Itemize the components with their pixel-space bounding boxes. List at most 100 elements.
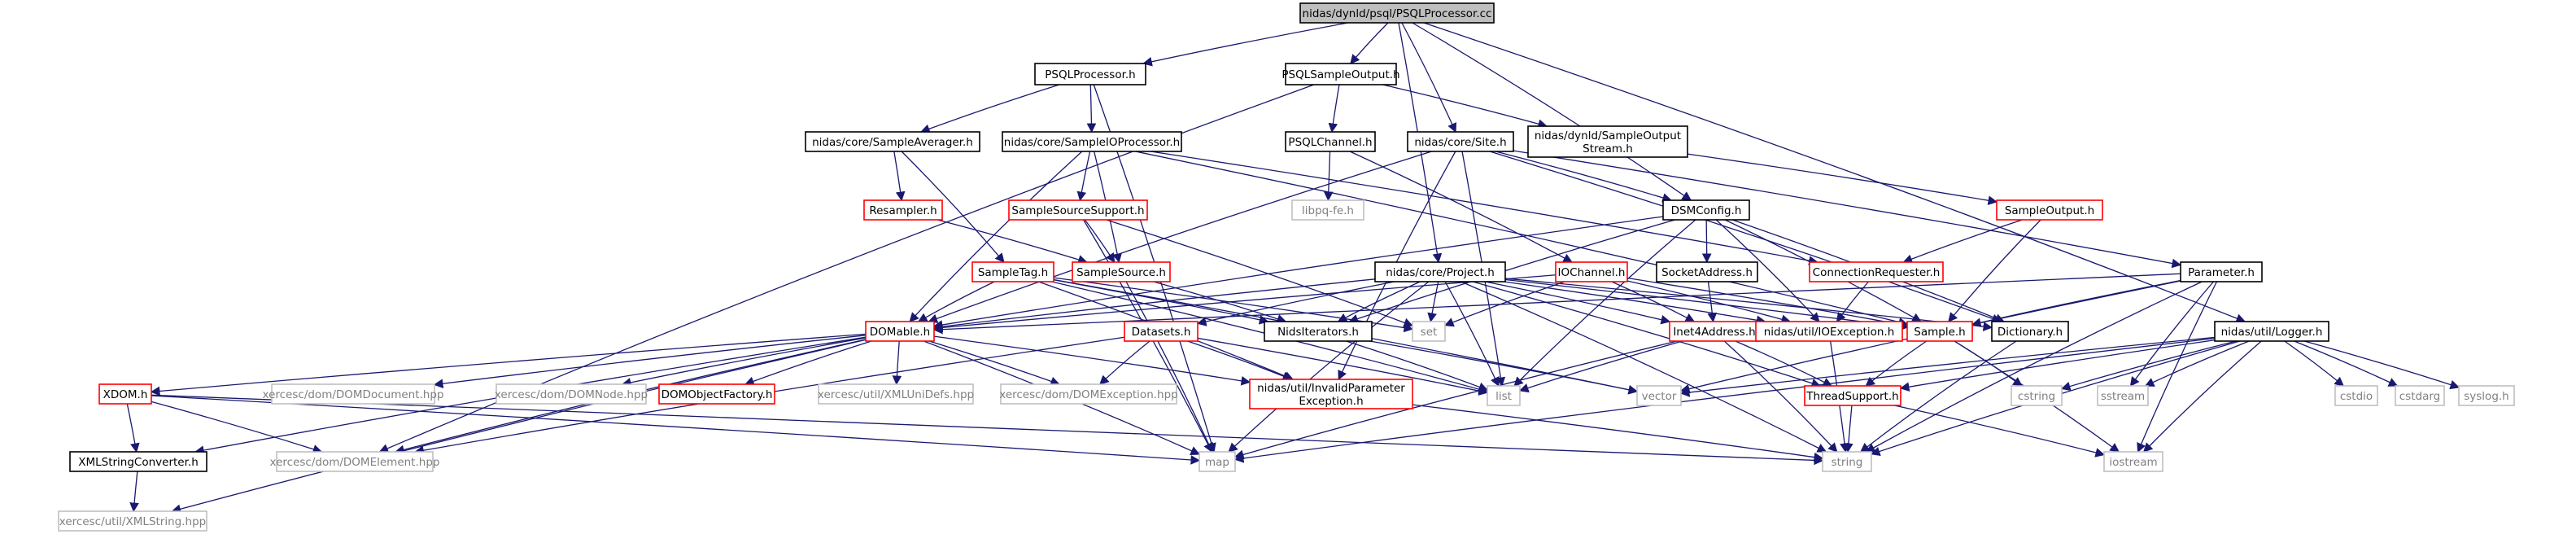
node-box-root	[1299, 2, 1495, 24]
node-resampler[interactable]: Resampler.h	[863, 199, 943, 221]
node-box-dictionary	[1991, 321, 2069, 342]
include-edge-niditer-to-vector	[1369, 340, 1639, 395]
node-root[interactable]: nidas/dynld/psql/PSQLProcessor.cc	[1299, 2, 1495, 24]
node-label-domelem: xercesc/dom/DOMElement.hpp	[270, 456, 440, 469]
node-iochannel[interactable]: IOChannel.h	[1555, 261, 1628, 282]
node-box-socketaddr	[1656, 261, 1758, 282]
node-project[interactable]: nidas/core/Project.h	[1374, 261, 1506, 282]
node-box-sss	[1008, 199, 1148, 221]
include-edge-dictionary-to-string	[1859, 340, 2017, 453]
node-label-project: nidas/core/Project.h	[1386, 266, 1495, 279]
include-edge-project-to-dictionary	[1504, 278, 1993, 331]
node-label-xdom: XDOM.h	[103, 388, 148, 401]
node-domexc: xercesc/dom/DOMException.hpp	[999, 383, 1178, 405]
node-label-set: set	[1421, 326, 1438, 339]
node-label-niditer: NidsIterators.h	[1277, 326, 1359, 339]
node-label-string: string	[1832, 456, 1863, 469]
include-edge-psqlsampout-to-dynsampout	[1382, 84, 1548, 129]
node-cstring: cstring	[2011, 385, 2063, 406]
include-edge-sss-to-set	[1106, 219, 1414, 327]
include-edge-datasets-to-domexc	[1099, 340, 1150, 385]
node-vector: vector	[1636, 385, 1682, 406]
node-niditer[interactable]: NidsIterators.h	[1264, 321, 1373, 342]
include-edge-parameter-to-sstream	[2129, 281, 2214, 387]
include-edge-iochannel-to-sample	[1626, 277, 1909, 330]
node-sstream: sstream	[2097, 385, 2149, 406]
include-edge-logger-to-cstring	[2060, 340, 2237, 392]
node-sample[interactable]: Sample.h	[1906, 321, 1973, 342]
include-edge-sampleoutput-to-connreq	[1902, 219, 2023, 264]
node-sampletag[interactable]: SampleTag.h	[971, 261, 1054, 282]
include-edges	[126, 22, 2460, 514]
node-samplesource[interactable]: SampleSource.h	[1072, 261, 1171, 282]
node-sss[interactable]: SampleSourceSupport.h	[1008, 199, 1148, 221]
node-label-cstdarg: cstdarg	[2399, 390, 2440, 403]
node-psqlproc[interactable]: PSQLProcessor.h	[1034, 63, 1146, 85]
node-label-dynsampout-0: nidas/dynld/SampleOutput	[1535, 129, 1681, 142]
include-edge-domable-to-domexc	[928, 340, 1060, 386]
node-sampleoutput[interactable]: SampleOutput.h	[1996, 199, 2103, 221]
include-edge-site-to-dsmconfig	[1495, 151, 1672, 203]
include-edge-psqlproc-to-sampio	[1086, 84, 1097, 134]
include-edge-site-to-parameter	[1513, 150, 2182, 269]
node-logger[interactable]: nidas/util/Logger.h	[2214, 321, 2329, 342]
node-box-sstream	[2097, 385, 2149, 406]
node-sampio[interactable]: nidas/core/SampleIOProcessor.h	[1002, 131, 1182, 152]
node-label-datasets: Datasets.h	[1132, 326, 1191, 339]
node-label-domobjfact: DOMObjectFactory.h	[661, 388, 773, 401]
node-box-map	[1198, 451, 1236, 472]
node-inet4[interactable]: Inet4Address.h	[1669, 321, 1760, 342]
node-connreq[interactable]: ConnectionRequester.h	[1809, 261, 1944, 282]
include-edge-sample-to-threadsupp	[1865, 340, 1928, 387]
node-box-cstring	[2011, 385, 2063, 406]
node-dsmconfig[interactable]: DSMConfig.h	[1662, 199, 1750, 221]
node-box-sampletag	[971, 261, 1054, 282]
node-domobjfact[interactable]: DOMObjectFactory.h	[658, 383, 775, 405]
node-sampavg[interactable]: nidas/core/SampleAverager.h	[805, 131, 980, 152]
node-site[interactable]: nidas/core/Site.h	[1407, 131, 1514, 152]
node-xdom[interactable]: XDOM.h	[98, 383, 152, 405]
include-edge-domable-to-xmlstring	[171, 339, 867, 514]
node-socketaddr[interactable]: SocketAddress.h	[1656, 261, 1758, 282]
include-edge-inet4-to-threadsupp	[1735, 340, 1833, 387]
node-label-logger: nidas/util/Logger.h	[2221, 326, 2323, 339]
node-box-site	[1407, 131, 1514, 152]
include-edge-root-to-site	[1401, 22, 1457, 134]
include-edge-logger-to-threadsupp	[1899, 339, 2216, 392]
include-edge-site-to-domable	[928, 151, 1432, 323]
node-domelem: xercesc/dom/DOMElement.hpp	[270, 451, 440, 472]
node-label-domexc: xercesc/dom/DOMException.hpp	[999, 388, 1178, 401]
include-edge-inet4-to-map	[1233, 340, 1678, 459]
include-edge-domable-to-invparam	[933, 335, 1251, 386]
node-label-vector: vector	[1642, 390, 1677, 403]
node-box-dynsampout	[1527, 125, 1688, 158]
node-psqlchan[interactable]: PSQLChannel.h	[1285, 131, 1376, 152]
node-box-psqlproc	[1034, 63, 1146, 85]
node-label-samplesource: SampleSource.h	[1076, 266, 1166, 279]
include-edge-dsmconfig-to-list	[1513, 219, 1696, 387]
node-libpq: libpq-fe.h	[1291, 199, 1364, 221]
node-parameter[interactable]: Parameter.h	[2180, 261, 2263, 282]
node-label-sss: SampleSourceSupport.h	[1011, 204, 1144, 217]
node-domable[interactable]: DOMable.h	[865, 321, 935, 342]
node-box-sampio	[1002, 131, 1182, 152]
node-box-dsmconfig	[1662, 199, 1750, 221]
node-label-syslog: syslog.h	[2464, 390, 2508, 403]
node-threadsupp[interactable]: ThreadSupport.h	[1804, 385, 1901, 406]
node-label-root: nidas/dynld/psql/PSQLProcessor.cc	[1303, 7, 1492, 20]
node-dictionary[interactable]: Dictionary.h	[1991, 321, 2069, 342]
node-box-list	[1487, 385, 1521, 406]
node-xmlstrconv[interactable]: XMLStringConverter.h	[69, 451, 207, 472]
node-psqlsampout[interactable]: PSQLSampleOutput.h	[1281, 63, 1400, 85]
node-string: string	[1822, 451, 1872, 472]
node-box-samplesource	[1072, 261, 1171, 282]
include-edge-xdom-to-domelem	[151, 401, 323, 454]
node-syslog: syslog.h	[2458, 385, 2515, 406]
node-cstdio: cstdio	[2334, 385, 2378, 406]
node-ioexc[interactable]: nidas/util/IOException.h	[1755, 321, 1903, 342]
include-edge-sampio-to-sample	[1135, 151, 1909, 327]
node-label-dsmconfig: DSMConfig.h	[1671, 204, 1742, 217]
node-datasets[interactable]: Datasets.h	[1124, 321, 1198, 342]
